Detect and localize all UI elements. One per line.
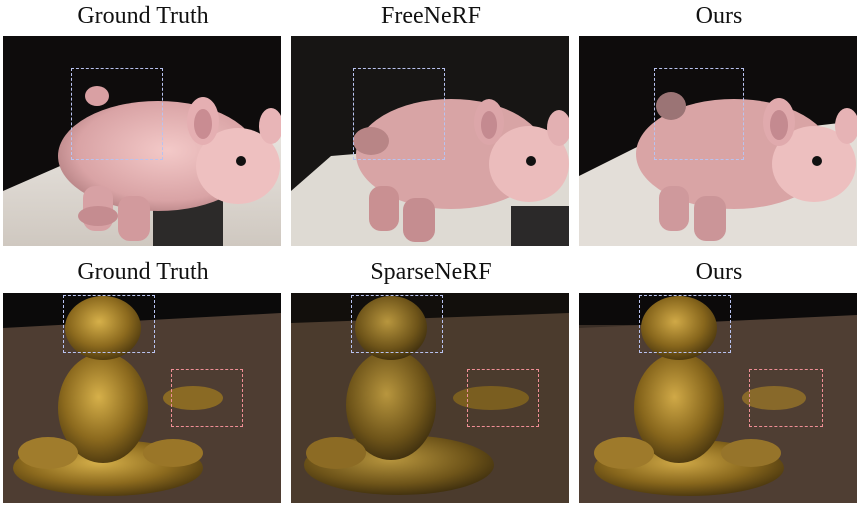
pig-freenerf-image <box>291 36 569 246</box>
label-row1-col1: Ground Truth <box>77 3 209 29</box>
label-row1-col2: FreeNeRF <box>381 3 481 29</box>
pig-gt-svg <box>3 36 281 246</box>
statue-ours-svg <box>579 293 857 503</box>
statue-sparsenerf-image <box>291 293 569 503</box>
zoom-box-blue <box>353 68 445 160</box>
pig-ours-image <box>579 36 857 246</box>
pig-freenerf-svg <box>291 36 569 246</box>
zoom-box-red <box>467 369 539 427</box>
statue-gt-svg <box>3 293 281 503</box>
label-row1-col3: Ours <box>695 3 743 29</box>
zoom-box-red <box>171 369 243 427</box>
zoom-box-blue <box>71 68 163 160</box>
label-row2-col2: SparseNeRF <box>370 259 492 285</box>
zoom-box-blue <box>654 68 744 160</box>
label-row2-col1: Ground Truth <box>77 259 209 285</box>
zoom-box-blue <box>639 295 731 353</box>
statue-sparsenerf-svg <box>291 293 569 503</box>
zoom-box-red <box>749 369 823 427</box>
statue-ours-image <box>579 293 857 503</box>
zoom-box-blue <box>351 295 443 353</box>
pig-ours-svg <box>579 36 857 246</box>
statue-ground-truth-image <box>3 293 281 503</box>
zoom-box-blue <box>63 295 155 353</box>
pig-ground-truth-image <box>3 36 281 246</box>
label-row2-col3: Ours <box>695 259 743 285</box>
